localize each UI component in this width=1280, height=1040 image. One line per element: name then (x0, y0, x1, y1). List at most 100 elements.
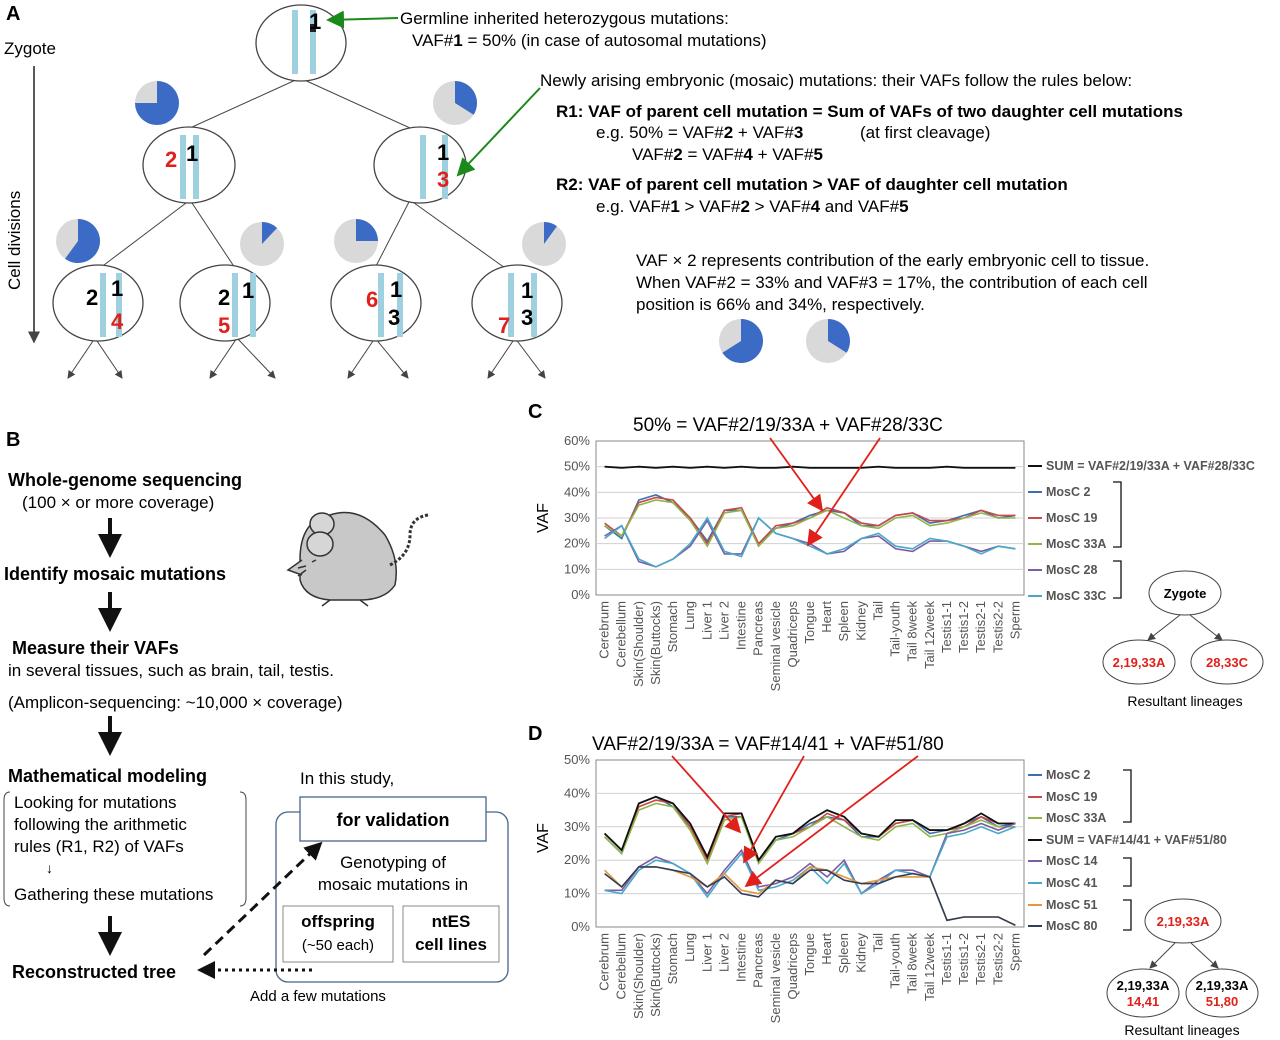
x-tick-label: Tongue (802, 601, 817, 644)
y-tick-label: 60% (564, 433, 590, 448)
x-tick-label: Pancreas (751, 601, 766, 656)
legend-label: MosC 33A (1046, 537, 1106, 551)
x-tick-label: Skin(Buttocks) (648, 601, 663, 685)
tree-d-left-bottom: 14,41 (1127, 994, 1160, 1009)
tree-d-left-top: 2,19,33A (1117, 978, 1170, 993)
chart-d-title: VAF#2/19/33A = VAF#14/41 + VAF#51/80 (592, 734, 944, 755)
ntes-label: ntES (432, 912, 471, 931)
cell-level3-b: 2 1 5 (179, 264, 271, 342)
study-label: In this study, (300, 769, 394, 788)
legend-label: MosC 41 (1046, 876, 1097, 890)
tree-d-left (1106, 968, 1180, 1018)
legend-label: MosC 51 (1046, 898, 1097, 912)
series-line (603, 795, 1016, 863)
offspring-box (282, 905, 394, 963)
y-tick-label: 40% (564, 785, 590, 800)
mosaic-arrow (456, 87, 541, 177)
x-tick-label: Lung (682, 933, 697, 962)
mutation-5-label: 5 (218, 313, 230, 338)
x-tick-label: Tail-youth (888, 601, 903, 657)
tree-c-left (1102, 639, 1176, 685)
x-tick-label: Skin(Shoulder) (631, 601, 646, 687)
panel-d-chart: D VAF#2/19/33A = VAF#14/41 + VAF#51/80 V… (528, 723, 1227, 1023)
pie-slice (455, 81, 478, 115)
panel-d-tree: 2,19,33A 2,19,33A 14,41 2,19,33A 51,80 R… (1106, 898, 1259, 1038)
x-tick-label: Tail 12week (922, 933, 937, 1001)
tree-d-right-bottom: 51,80 (1206, 994, 1239, 1009)
x-tick-label: Heart (819, 601, 834, 633)
x-tick-label: Testis1-1 (939, 933, 954, 985)
x-tick-label: Heart (819, 933, 834, 965)
chart-d-ylabel: VAF (535, 823, 552, 853)
mutation-1-label: 1 (309, 9, 321, 34)
x-tick-label: Cerebrum (597, 601, 612, 659)
cell-level3-d: 7 1 3 (471, 264, 563, 342)
x-tick-label: Testis1-2 (956, 933, 971, 985)
legend-label: MosC 33C (1046, 589, 1106, 603)
y-tick-label: 10% (564, 886, 590, 901)
x-tick-label: Lung (682, 601, 697, 630)
cell-level3-a: 2 1 4 (52, 264, 144, 342)
pie-slice (544, 222, 557, 244)
newly-arising-text: Newly arising embryonic (mosaic) mutatio… (540, 71, 1132, 90)
ntes-cell-lines: cell lines (415, 935, 487, 954)
legend-bracket (1123, 857, 1132, 887)
series-line (604, 499, 1016, 548)
y-tick-label: 20% (564, 536, 590, 551)
modeling-line-4: Gathering these mutations (14, 885, 213, 904)
panel-a: A Zygote Cell divisions 1 (4, 3, 1183, 379)
contribution-text-2: When VAF#2 = 33% and VAF#3 = 17%, the co… (636, 273, 1148, 292)
tree-c-caption: Resultant lineages (1127, 693, 1242, 709)
legend-label: MosC 80 (1046, 919, 1097, 933)
x-tick-label: Pancreas (751, 933, 766, 988)
legend-label: MosC 19 (1046, 790, 1097, 804)
zygote-cell: 1 (255, 4, 347, 82)
panel-b-label: B (6, 429, 20, 451)
x-tick-label: Spleen (836, 601, 851, 641)
y-tick-label: 30% (564, 819, 590, 834)
annotation-arrow (769, 437, 824, 512)
x-tick-label: Skin(Buttocks) (648, 933, 663, 1017)
legend-bracket (1113, 560, 1122, 599)
x-tick-label: Spleen (836, 933, 851, 973)
modeling-line-3: rules (R1, R2) of VAFs (14, 837, 184, 856)
validation-box (299, 796, 487, 842)
offspring-label: offspring (301, 912, 375, 931)
legend-bracket (1123, 899, 1132, 931)
annotation-arrow (806, 437, 881, 547)
panel-d-label: D (528, 723, 542, 745)
legend-label: SUM = VAF#2/19/33A + VAF#28/33C (1046, 459, 1255, 473)
series-line (604, 822, 1016, 895)
genotyping-line-2: mosaic mutations in (318, 875, 468, 894)
x-tick-label: Tail 8week (905, 933, 920, 994)
mutation-1-label: 1 (242, 278, 254, 303)
legend-bracket (1123, 769, 1132, 823)
legend-label: MosC 2 (1046, 485, 1091, 499)
tree-d-root-label: 2,19,33A (1157, 914, 1210, 929)
modeling-line-1: Looking for mutations (14, 793, 177, 812)
x-tick-label: Stomach (665, 933, 680, 984)
x-tick-label: Seminal vesicle (768, 601, 783, 691)
x-tick-label: Cerebrum (597, 933, 612, 991)
cell-level3-c: 6 1 3 (330, 264, 422, 342)
tree-c-root (1148, 570, 1222, 616)
x-tick-label: Intestine (734, 933, 749, 982)
mutation-3-label: 3 (521, 305, 533, 330)
x-tick-label: Tail-youth (888, 933, 903, 989)
mutation-1-label: 1 (521, 278, 533, 303)
x-tick-label: Liver 1 (699, 601, 714, 640)
x-tick-label: Tail (870, 601, 885, 621)
annotation-arrow (671, 755, 742, 834)
x-tick-label: Seminal vesicle (768, 933, 783, 1023)
tree-d-right (1185, 968, 1259, 1018)
series-line (604, 465, 1016, 469)
rule-r1: R1: VAF of parent cell mutation = Sum of… (556, 102, 1183, 121)
tree-c-right-label: 28,33C (1206, 655, 1249, 670)
step-wgs-coverage: (100 × or more coverage) (22, 493, 214, 512)
y-tick-label: 50% (564, 752, 590, 767)
x-tick-label: Tongue (802, 933, 817, 976)
pie-slice (135, 81, 179, 125)
panel-b: B Whole-genome sequencing (100 × or more… (3, 429, 509, 1005)
mutation-1-label: 1 (111, 276, 123, 301)
mutation-2-label: 2 (86, 285, 98, 310)
